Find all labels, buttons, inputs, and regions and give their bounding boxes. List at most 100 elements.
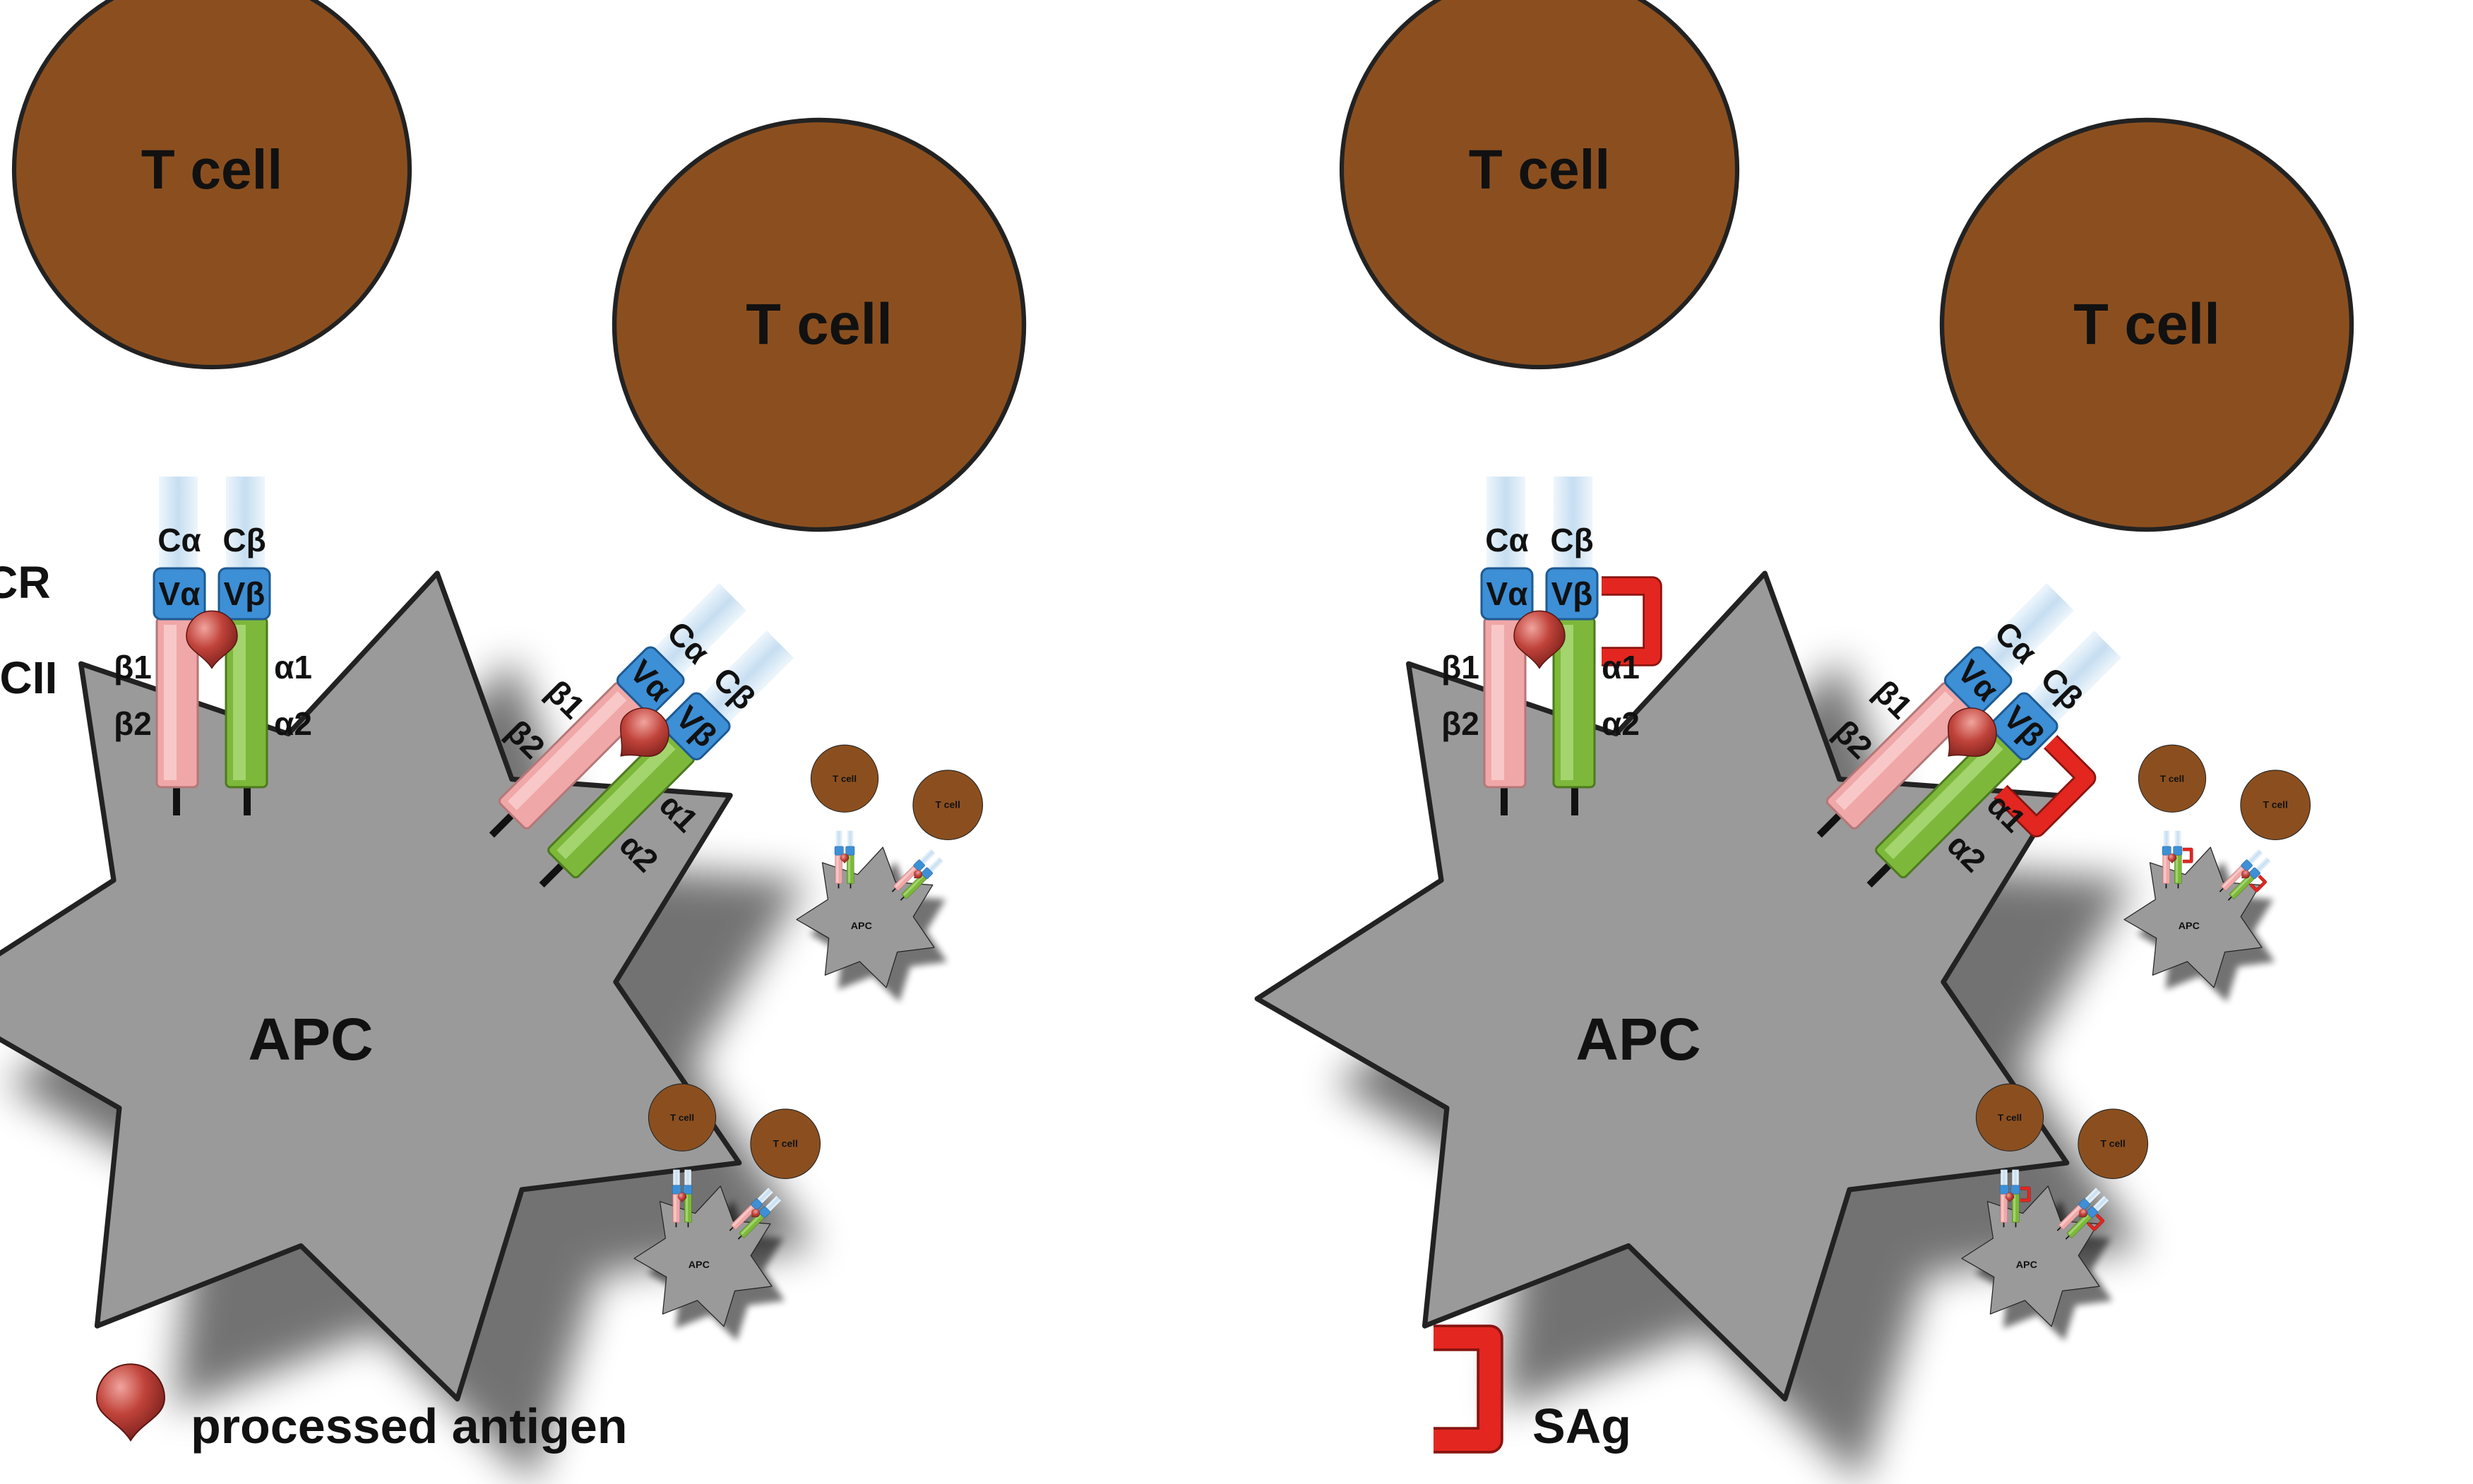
beta2-label: β2 [114, 705, 152, 742]
apc-cell: APC [633, 1185, 785, 1341]
tcr-constant-beta [226, 477, 265, 568]
apc-label: APC [248, 1006, 373, 1072]
tcr-variable-beta [2173, 846, 2183, 856]
t-cell-label: T cell [2263, 800, 2288, 810]
t-cell: T cell [2138, 744, 2207, 813]
mhc-alpha-highlight [1884, 740, 2003, 859]
tcr-constant-alpha [654, 582, 746, 676]
mhc-alpha-highlight [903, 875, 924, 896]
mhc-beta-highlight [2060, 1206, 2080, 1227]
t-cell-body [810, 744, 879, 813]
mhc-alpha-highlight [2176, 856, 2179, 882]
processed-antigen-icon [677, 1192, 687, 1203]
mhc-anchor [2065, 1235, 2070, 1240]
legend-label: processed antigen [191, 1399, 628, 1454]
t-cell-body [912, 770, 984, 841]
mhc-alpha-highlight [2231, 875, 2251, 896]
t-cell-label: T cell [1469, 138, 1610, 201]
tcr-variable-beta [662, 692, 731, 761]
c-beta-label: Cβ [1550, 522, 1593, 558]
t-cell-body [750, 1108, 821, 1180]
t-cell: T cell [12, 0, 412, 369]
tcr-variable-alpha [1999, 1185, 2009, 1195]
alpha1-label: α1 [274, 649, 312, 686]
t-cell-body [648, 1083, 717, 1151]
tcr-constant-beta [2092, 1195, 2109, 1212]
superantigen-fill [2087, 1214, 2104, 1231]
tcr-mhc-complex [891, 849, 944, 901]
t-cell: T cell [1340, 0, 1739, 369]
mhc-anchor [244, 787, 251, 815]
tcr-mhc-complex [2056, 1187, 2109, 1240]
t-cell-body [2138, 744, 2207, 813]
processed-antigen-icon [840, 853, 850, 864]
mhc-beta-highlight [164, 625, 177, 780]
tcr-label: TCR [0, 557, 51, 608]
c-alpha-label: Cα [157, 522, 201, 558]
mhc-anchor [891, 887, 896, 892]
tcr-variable-alpha [2078, 1198, 2090, 1211]
tcr-constant-beta [2012, 1169, 2019, 1185]
mhc-beta-highlight [836, 856, 839, 882]
tcr-constant-beta [927, 856, 944, 873]
tcr-variable-alpha [2162, 846, 2171, 856]
beta2-label: β2 [1441, 705, 1479, 742]
superantigen-icon [2249, 874, 2268, 892]
apc-cell: APC [1254, 570, 2143, 1484]
superantigen-bracket-icon [1434, 1324, 1503, 1454]
t-cell: T cell [2078, 1108, 2149, 1180]
t-cell: T cell [1939, 117, 2354, 532]
t-cell-label: T cell [2073, 293, 2220, 357]
mhc-beta-highlight [1491, 625, 1504, 780]
mhc-anchor [675, 1222, 677, 1228]
processed-antigen-icon [2167, 853, 2177, 864]
alpha1-label: α1 [1602, 649, 1640, 686]
vertical-complex-group [2162, 830, 2193, 889]
superantigen-fill [2182, 848, 2193, 863]
tcr-constant-alpha [919, 849, 936, 865]
mhc-anchor [489, 813, 515, 838]
t-cell-body [1939, 117, 2354, 532]
tcr-constant-alpha [2085, 1187, 2101, 1204]
tcr-constant-alpha [1982, 582, 2074, 676]
t-cell-body [12, 0, 412, 369]
v-alpha-label: Vα [159, 575, 201, 612]
panel-a: aAPCVαVβCαCββ1β2α1α2T cellVαVβCαCββ1β2α1… [0, 0, 1027, 1484]
superantigen-icon [1994, 734, 2097, 838]
tcr-constant-alpha [2001, 1169, 2008, 1185]
t-cell: T cell [1975, 1083, 2044, 1151]
v-beta-label: Vβ [224, 575, 266, 612]
t-cell-body [612, 117, 1027, 532]
superantigen-fill [1602, 578, 1660, 664]
tcr-variable-alpha [913, 859, 925, 872]
tcr-constant-beta [701, 630, 794, 723]
tcr-constant-alpha [159, 477, 198, 568]
superantigen-fill [1434, 1327, 1501, 1451]
tcr-mhc-complex [2219, 849, 2272, 901]
tcr-mhc-complex [834, 830, 855, 889]
tilted-complex-group [729, 1187, 782, 1240]
mhc-beta-highlight [895, 867, 915, 888]
beta1-label: β1 [1441, 649, 1479, 686]
tcr-constant-beta [1554, 477, 1592, 568]
beta1-label: β1 [114, 649, 152, 686]
t-cell: T cell [648, 1083, 717, 1151]
tcr-variable-alpha [616, 646, 685, 714]
mhc-anchor [2056, 1226, 2061, 1231]
mhc-anchor [838, 883, 840, 889]
mhc-alpha-highlight [686, 1195, 689, 1221]
apc-body [1961, 1185, 2100, 1327]
tcr-constant-alpha [2247, 849, 2263, 865]
mhc-anchor [2219, 887, 2224, 892]
mhc-beta-highlight [732, 1206, 753, 1227]
mhc-alpha-highlight [741, 1214, 761, 1235]
vertical-complex-group [834, 830, 855, 889]
mhc-beta-highlight [2222, 867, 2243, 888]
legend: SAg [1434, 1324, 1631, 1454]
tcr-constant-beta [2255, 856, 2272, 873]
